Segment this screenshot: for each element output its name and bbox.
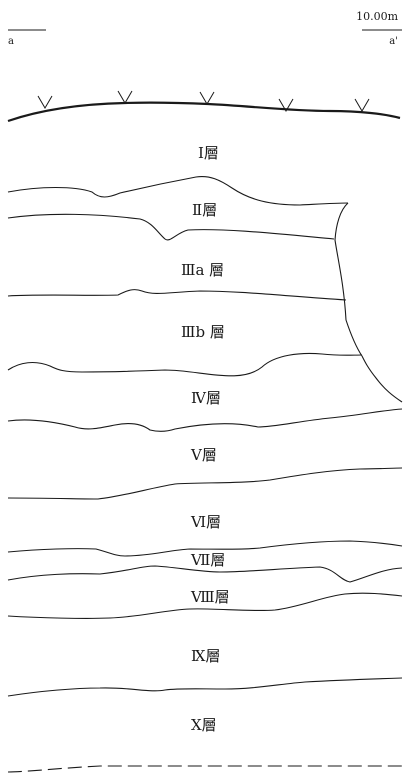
ground-surface-line [7,101,401,123]
boundary-4-5 [7,408,403,432]
layer-label-10: Ⅹ層 [191,716,217,734]
layer-label-9: Ⅸ層 [191,647,221,665]
grass-icon [199,91,215,105]
section-right-label: a' [389,36,398,47]
layer-boundaries [7,176,403,697]
grass-icon [117,90,133,104]
grass-icon [37,95,53,109]
boundary-7-8 [7,565,403,583]
vegetation-symbols [37,90,370,112]
layer-label-6: Ⅵ層 [191,513,222,531]
grass-icon [354,98,370,112]
layer-label-7: Ⅶ層 [191,551,226,569]
boundary-2-3a [7,213,335,241]
grass-icon [278,98,294,112]
boundary-3b-4 [7,352,363,377]
layer-label-1: Ⅰ層 [198,144,219,162]
boundary-5-6 [7,467,403,500]
layer-label-5: Ⅴ層 [191,446,217,464]
section-left-label: a [8,36,14,47]
layer-label-3b: Ⅲb 層 [181,323,225,341]
dashed-base-line [7,765,402,773]
layer-label-4: Ⅳ層 [191,389,221,407]
boundary-1-2 [7,176,349,206]
layer-label-3a: Ⅲa 層 [181,261,225,279]
scale-label: 10.00m [356,10,398,23]
layer-label-8: Ⅷ層 [191,588,230,606]
layer-label-2: Ⅱ層 [192,201,218,219]
boundary-9-10 [7,677,403,697]
fault-line [334,202,403,403]
boundary-6-7 [7,540,403,557]
boundary-8-9 [7,592,403,619]
boundary-3a-3b [7,289,347,301]
